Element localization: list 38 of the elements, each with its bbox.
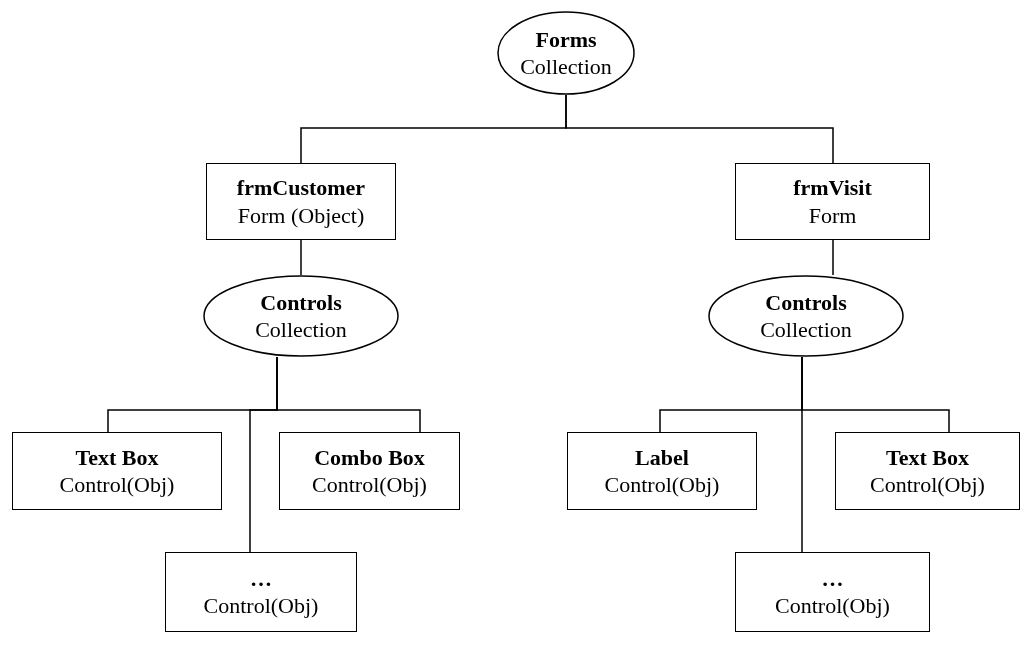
collection-ellipse <box>497 11 635 95</box>
node-title: Text Box <box>75 443 159 471</box>
collection-ellipse <box>708 275 904 357</box>
node-subtitle: Collection <box>760 316 852 344</box>
node-title: Text Box <box>886 443 969 471</box>
object-box <box>165 552 357 632</box>
node-subtitle: Form (Object) <box>237 201 365 229</box>
node-title: Combo Box <box>314 443 425 471</box>
node-title: Controls <box>260 288 342 316</box>
object-box <box>206 163 396 240</box>
object-box <box>567 432 757 510</box>
collection-ellipse <box>203 275 399 357</box>
node-subtitle: Collection <box>255 316 347 344</box>
node-title: … <box>250 564 272 592</box>
node-subtitle: Collection <box>520 53 612 81</box>
node-title: Label <box>635 443 689 471</box>
object-box <box>835 432 1020 510</box>
node-title: … <box>821 564 844 592</box>
connector-line <box>832 239 834 276</box>
connector-line <box>249 356 278 553</box>
node-subtitle: Control(Obj) <box>775 592 890 620</box>
node-subtitle: Form <box>808 201 857 229</box>
connector-line <box>801 356 803 553</box>
object-box <box>735 163 930 240</box>
node-subtitle: Control(Obj) <box>312 471 427 499</box>
node-subtitle: Control(Obj) <box>870 471 985 499</box>
node-title: Forms <box>535 25 597 53</box>
node-subtitle: Control(Obj) <box>59 471 175 499</box>
object-box <box>279 432 460 510</box>
connector-line <box>565 94 834 164</box>
object-box <box>12 432 222 510</box>
object-box <box>735 552 930 632</box>
node-title: frmVisit <box>793 174 872 202</box>
node-title: frmCustomer <box>236 174 366 202</box>
node-subtitle: Control(Obj) <box>203 592 319 620</box>
node-subtitle: Control(Obj) <box>604 471 720 499</box>
node-title: Controls <box>765 288 847 316</box>
connector-line <box>300 239 302 276</box>
